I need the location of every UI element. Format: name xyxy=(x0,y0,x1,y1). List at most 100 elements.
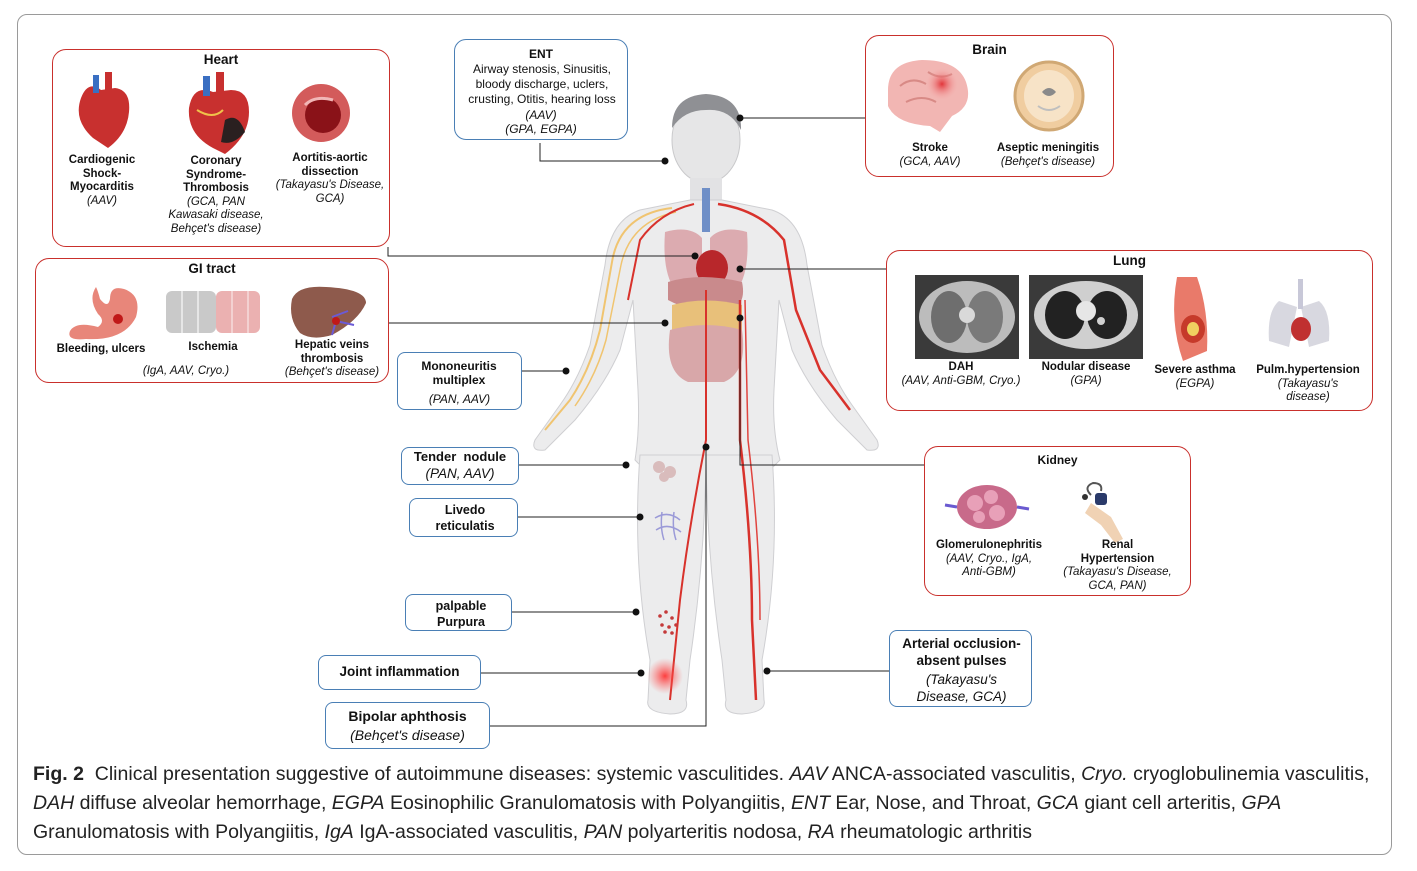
lung-item-2-name: Nodular disease xyxy=(1041,361,1131,373)
kidney-item-2-name: Renal Hypertension xyxy=(1080,539,1155,565)
figure-frame xyxy=(17,14,1392,855)
figure-label: Fig. 2 xyxy=(33,763,84,785)
heart-title: Heart xyxy=(203,52,239,67)
lung-illustrations xyxy=(915,275,1330,361)
tender-nodule-name: Tender nodule xyxy=(413,449,507,464)
nodular-ct-scan-icon xyxy=(1029,275,1143,359)
connector-lines xyxy=(387,117,924,727)
bipolar-aphthosis-name: Bipolar aphthosis xyxy=(348,708,467,724)
intestine-icon xyxy=(166,291,260,333)
gi-item-1-name: Bleeding, ulcers xyxy=(56,343,146,355)
caption-segment: giant cell arteritis, xyxy=(1078,792,1242,814)
bipolar-aphthosis-diseases: (Behçet's disease) xyxy=(350,727,465,743)
ent-diseases-2: (GPA, EGPA) xyxy=(505,122,577,136)
caption-segment: ENT xyxy=(790,792,830,814)
lung-item-4-diseases: (Takayasu's disease) xyxy=(1277,377,1339,404)
lung-item-4-name: Pulm.hypertension xyxy=(1256,364,1360,376)
heart-panel: Heart Cardiogenic Shock-Myocarditis (AAV… xyxy=(52,49,390,247)
bipolar-aphthosis-box: Bipolar aphthosis (Behçet's disease) xyxy=(325,702,490,749)
lung-item-1-diseases: (AAV, Anti-GBM, Cryo.) xyxy=(901,374,1021,387)
dah-ct-scan-icon xyxy=(915,275,1019,359)
gi-shared-diseases: (IgA, AAV, Cryo.) xyxy=(142,365,230,377)
caption-segment: AAV xyxy=(789,763,828,785)
gi-item-2-name: Ischemia xyxy=(188,341,238,353)
caption-segment: ANCA-associated vasculitis, xyxy=(827,763,1082,785)
arterial-occlusion-box: Arterial occlusion-absent pulses (Takaya… xyxy=(889,630,1032,707)
liver-icon xyxy=(291,286,366,338)
kidney-item-1-name: Glomerulonephritis xyxy=(935,539,1043,551)
caption-segment: EGPA xyxy=(331,792,385,814)
ent-text: Airway stenosis, Sinusitis, bloody disch… xyxy=(468,62,616,106)
meninges-icon xyxy=(1013,60,1085,132)
caption-segment: Ear, Nose, and Throat, xyxy=(829,792,1037,814)
kidney-item-2-diseases: (Takayasu's Disease, GCA, PAN) xyxy=(1063,566,1172,592)
pulmonary-hypertension-icon xyxy=(1268,279,1330,347)
kidney-illustrations xyxy=(944,481,1123,543)
lung-item-3-diseases: (EGPA) xyxy=(1175,377,1215,390)
gi-title: GI tract xyxy=(188,261,236,276)
caption-segment: cryoglobulinemia vasculitis, xyxy=(1127,763,1370,785)
caption-segment: Cryo. xyxy=(1081,763,1128,785)
kidney-item-1-diseases: (AAV, Cryo., IgA, Anti-GBM) xyxy=(945,552,1033,579)
brain-stroke-icon xyxy=(888,60,969,132)
lung-item-3-name: Severe asthma xyxy=(1154,364,1236,376)
purpura-box: palpable Purpura xyxy=(405,594,512,631)
caption-segment: polyarteritis nodosa, xyxy=(622,821,808,843)
lung-title: Lung xyxy=(1113,253,1146,268)
joint-inflammation-name: Joint inflammation xyxy=(339,664,460,679)
purpura-name: palpable Purpura xyxy=(435,599,487,629)
caption-segment: Eosinophilic Granulomatosis with Polyang… xyxy=(384,792,791,814)
gi-illustrations xyxy=(69,286,366,340)
lung-item-2-diseases: (GPA) xyxy=(1070,374,1102,387)
gi-item-3-diseases: (Behçet's disease) xyxy=(284,366,380,378)
caption-segment: PAN xyxy=(583,821,623,843)
brain-item-2-diseases: (Behçet's disease) xyxy=(1000,155,1096,168)
lung-panel: Lung DAH (AAV, An xyxy=(886,250,1373,411)
aorta-dissection-icon xyxy=(292,84,350,142)
caption-segment: GPA xyxy=(1241,792,1282,814)
mononeuritis-diseases: (PAN, AAV) xyxy=(428,392,491,406)
kidney-panel: Kidney Glomerulonephritis (AAV, Cryo., I… xyxy=(924,446,1191,596)
joint-inflammation-box: Joint inflammation xyxy=(318,655,481,690)
brain-item-2-name: Aseptic meningitis xyxy=(996,142,1100,154)
heart-item-3-diseases: (Takayasu's Disease, GCA) xyxy=(275,179,385,205)
caption-text: Clinical presentation suggestive of auto… xyxy=(33,763,1369,843)
caption-segment: IgA-associated vasculitis, xyxy=(353,821,584,843)
human-body-figure xyxy=(533,94,879,715)
kidney-title: Kidney xyxy=(1037,453,1078,467)
heart-myocarditis-icon xyxy=(78,72,130,148)
brain-panel: Brain Stroke (GCA, AAV) Aseptic meningit… xyxy=(865,35,1114,177)
brain-title: Brain xyxy=(972,42,1007,57)
gi-item-3-name: Hepatic veins thrombosis xyxy=(294,339,370,365)
caption-segment: GCA xyxy=(1036,792,1079,814)
caption-segment: Granulomatosis with Polyangiitis, xyxy=(33,821,325,843)
tender-nodule-diseases: (PAN, AAV) xyxy=(425,466,495,481)
livedo-box: Livedo reticulatis xyxy=(409,498,518,537)
ent-title: ENT xyxy=(529,47,553,61)
brain-item-1-name: Stroke xyxy=(912,142,948,154)
caption-segment: diffuse alveolar hemorrhage, xyxy=(74,792,332,814)
ent-panel: ENT Airway stenosis, Sinusitis, bloody d… xyxy=(454,39,628,140)
ent-diseases-1: (AAV) xyxy=(525,108,557,122)
caption-segment: RA xyxy=(807,821,835,843)
lung-item-1-name: DAH xyxy=(948,361,974,373)
arterial-occlusion-name: Arterial occlusion-absent pulses xyxy=(902,636,1021,668)
mononeuritis-name: Mononeuritis multiplex xyxy=(421,359,497,387)
heart-item-3-name: Aortitis-aortic dissection xyxy=(292,152,368,178)
caption-segment: DAH xyxy=(33,792,75,814)
caption-segment: Clinical presentation suggestive of auto… xyxy=(94,763,790,785)
caption-segment: rheumatologic arthritis xyxy=(834,821,1032,843)
heart-item-1-diseases: (AAV) xyxy=(86,194,118,207)
mononeuritis-box: Mononeuritis multiplex (PAN, AAV) xyxy=(397,352,522,410)
gi-tract-panel: GI tract Bleeding, ulcers Ischemia Hepat… xyxy=(35,258,389,383)
heart-item-1-name: Cardiogenic Shock-Myocarditis xyxy=(68,154,136,193)
brain-illustrations xyxy=(888,60,1085,132)
airway-asthma-icon xyxy=(1174,277,1208,361)
livedo-name: Livedo reticulatis xyxy=(435,503,495,533)
arterial-occlusion-diseases: (Takayasu's Disease, GCA) xyxy=(916,672,1007,704)
heart-item-2-diseases: (GCA, PAN Kawasaki disease, Behçet's dis… xyxy=(168,195,264,235)
heart-coronary-icon xyxy=(188,72,249,154)
blood-pressure-cuff-icon xyxy=(1082,481,1123,543)
caption-segment: IgA xyxy=(324,821,354,843)
